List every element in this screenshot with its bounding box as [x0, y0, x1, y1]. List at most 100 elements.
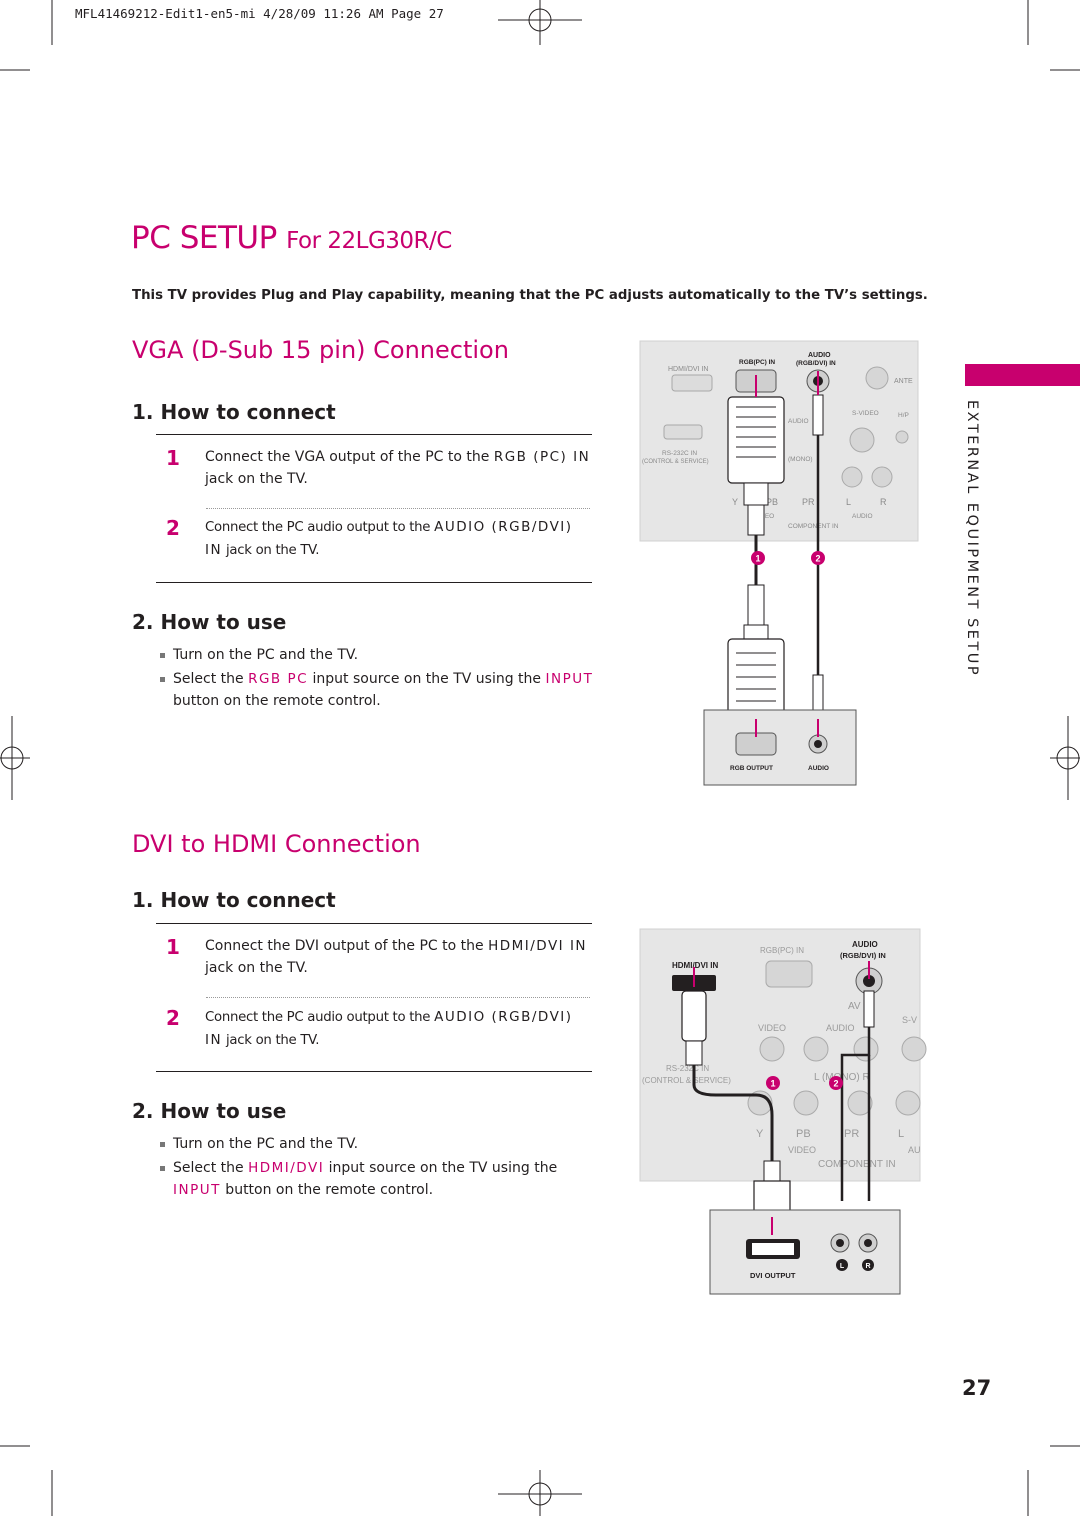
dvi-connect-heading: 1. How to connect — [132, 888, 336, 912]
list-item: Select the RGB PC input source on the TV… — [156, 668, 596, 712]
step-number: 1 — [166, 935, 180, 959]
step-text-pre: Connect the PC audio output to the — [205, 1010, 435, 1025]
component-l-jack — [895, 1090, 921, 1116]
step-number: 2 — [166, 516, 180, 540]
component-pb-jack — [793, 1090, 819, 1116]
label-audio-sub: (RGB/DVI) IN — [840, 951, 886, 960]
list-item: Turn on the PC and the TV. — [156, 644, 596, 666]
svideo-jack — [901, 1036, 927, 1062]
component-r-jack — [871, 466, 893, 488]
label-audio: AUDIO — [808, 352, 831, 359]
label-au: AU — [908, 1145, 921, 1155]
list-item-text: input source on the TV using the — [324, 1160, 558, 1176]
step-text: Connect the DVI output of the PC to the … — [205, 935, 595, 979]
component-l-jack — [841, 466, 863, 488]
page-title-sub: For 22LG30R/C — [286, 228, 452, 254]
pc-audio-r-core — [864, 1239, 872, 1247]
step-text: Connect the PC audio output to the AUDIO… — [205, 1006, 595, 1052]
audio-l-jack — [803, 1036, 829, 1062]
keyword: INPUT — [545, 671, 594, 687]
step-number: 1 — [166, 446, 180, 470]
label-audio2: AUDIO — [788, 418, 809, 425]
marker-1-label: 1 — [770, 1079, 775, 1089]
page-title-main: PC SETUP — [131, 220, 277, 256]
audio-r-jack — [853, 1036, 879, 1062]
label-pb: PB — [766, 497, 778, 507]
dotted-divider — [206, 997, 590, 998]
list-item: Turn on the PC and the TV. — [156, 1133, 596, 1155]
bullet-marker — [160, 653, 165, 658]
side-label: EXTERNAL EQUIPMENT SETUP — [938, 400, 998, 677]
pc-rear-panel — [703, 709, 857, 786]
bullet-marker — [160, 1166, 165, 1171]
label-y: Y — [732, 497, 738, 507]
list-item-text: button on the remote control. — [220, 1182, 434, 1198]
step-keyword: HDMI/DVI IN — [488, 938, 588, 954]
keyword: RGB PC — [248, 671, 309, 687]
pc-audio-jack-core — [814, 740, 822, 748]
dotted-divider — [206, 508, 590, 509]
list-item-text: input source on the TV using the — [308, 671, 546, 687]
dvi-connection-diagram: RGB(PC) IN HDMI/DVI IN AUDIO (RGB/DVI) I… — [639, 928, 927, 1295]
label-rgb: RGB(PC) IN — [760, 946, 804, 955]
label-audio2: AUDIO — [826, 1023, 855, 1033]
marker-l-label: L — [840, 1263, 845, 1270]
label-mono: (MONO) — [788, 456, 813, 463]
step-text-post: jack on the TV. — [205, 471, 308, 487]
vga-connection-diagram: HDMI/DVI IN RGB(PC) IN AUDIO (RGB/DVI) I… — [639, 340, 919, 786]
step-keyword: AUDIO (RGB/DVI) IN — [205, 519, 573, 558]
list-item-text: button on the remote control. — [173, 693, 381, 709]
step-keyword: AUDIO (RGB/DVI) IN — [205, 1009, 573, 1048]
label-audio3: AUDIO — [852, 513, 873, 520]
video-jack — [759, 1036, 785, 1062]
label-audio: AUDIO — [852, 940, 878, 949]
step-text-pre: Connect the DVI output of the PC to the — [205, 938, 489, 954]
page-number: 27 — [962, 1376, 992, 1400]
label-rgb-output: RGB OUTPUT — [730, 765, 773, 772]
label-av: AV — [848, 1001, 861, 1012]
label-r: R — [880, 497, 887, 507]
rs232-port — [663, 424, 703, 440]
label-hdmi: HDMI/DVI IN — [672, 961, 718, 970]
bullet-marker — [160, 1142, 165, 1147]
rgb-port — [765, 960, 813, 988]
label-rs232: RS-232C IN — [666, 1064, 709, 1073]
list-item: Select the HDMI/DVI input source on the … — [156, 1157, 596, 1201]
svideo-jack — [849, 427, 875, 453]
component-pr-jack — [847, 1090, 873, 1116]
divider — [156, 1071, 592, 1072]
step-text-post: jack on the TV. — [222, 1033, 320, 1048]
label-video: VIDEO — [758, 1023, 786, 1033]
marker-2 — [829, 1076, 843, 1090]
marker-2-label: 2 — [815, 554, 820, 564]
label-hdmi: HDMI/DVI IN — [668, 366, 708, 373]
pc-rear-panel — [709, 1209, 901, 1295]
step-text: Connect the PC audio output to the AUDIO… — [205, 516, 595, 562]
marker-r-label: R — [865, 1263, 870, 1270]
label-pb: PB — [796, 1128, 811, 1140]
label-ante: ANTE — [894, 378, 913, 385]
vga-use-heading: 2. How to use — [132, 610, 287, 634]
section-tab-marker — [965, 364, 1080, 386]
marker-2-label: 2 — [833, 1079, 838, 1089]
label-rs232: RS-232C IN — [662, 450, 697, 457]
label-control: (CONTROL & SERVICE) — [642, 1076, 731, 1085]
vga-cable — [727, 396, 785, 720]
label-dvi-output: DVI OUTPUT — [750, 1271, 796, 1280]
hdmi-port — [671, 374, 713, 392]
label-pr: PR — [844, 1128, 859, 1140]
label-component: COMPONENT IN — [788, 523, 839, 530]
audio-cable — [840, 990, 875, 1201]
label-l: L — [846, 497, 851, 507]
print-header: MFL41469212-Edit1-en5-mi 4/28/09 11:26 A… — [75, 6, 444, 21]
step-text: Connect the VGA output of the PC to the … — [205, 446, 595, 490]
label-audio-sub: (RGB/DVI) IN — [796, 360, 836, 367]
dvi-use-heading: 2. How to use — [132, 1099, 287, 1123]
divider — [156, 923, 592, 924]
keyword: HDMI/DVI — [248, 1160, 325, 1176]
label-control: (CONTROL & SERVICE) — [642, 459, 709, 465]
headphone-jack — [895, 430, 909, 444]
label-component: COMPONENT IN — [818, 1159, 896, 1170]
label-video2: VIDEO — [788, 1145, 816, 1155]
label-y: Y — [756, 1128, 764, 1140]
